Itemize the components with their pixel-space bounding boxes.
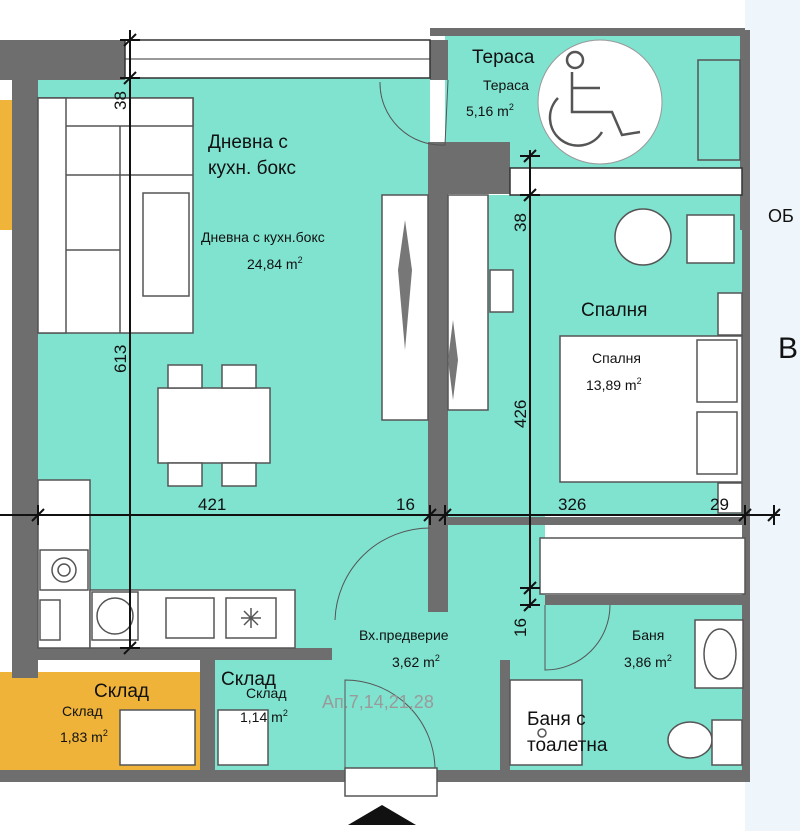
hall-door-swing	[334, 527, 431, 621]
bath-name: Баня	[632, 627, 664, 643]
wardrobe	[539, 537, 746, 595]
tv-units	[381, 194, 489, 421]
terrace-railing	[697, 59, 741, 161]
dim-16-horizontal: 16	[396, 495, 415, 514]
wall-bedroom-bottom	[445, 517, 745, 525]
terrace-area: 5,16 m2	[466, 102, 514, 119]
dim-29: 29	[710, 495, 729, 514]
dimension-lines	[0, 30, 781, 655]
washing-machine-icon	[91, 591, 139, 641]
edge-text-top-right: ОБ	[768, 206, 794, 226]
walls	[0, 28, 750, 782]
sink-kitchen	[39, 599, 61, 641]
bed	[559, 292, 743, 514]
living-title-line1: Дневна с	[208, 132, 288, 153]
bedroom-name: Спалня	[592, 350, 641, 366]
bathroom-fixtures	[509, 619, 744, 766]
hall-area: 3,62 m2	[392, 653, 440, 670]
wall-kitchen-bottom	[12, 648, 332, 660]
storage-left-box	[119, 709, 196, 766]
dim-613: 613	[111, 345, 130, 373]
window-terrace-bottom	[509, 167, 743, 196]
dim-421: 421	[198, 495, 226, 514]
bath-door-swing	[544, 604, 611, 671]
hall-name: Вх.предверие	[359, 627, 449, 643]
storage-left-name: Склад	[62, 703, 103, 719]
entrance-arrow-icon	[348, 805, 416, 825]
entrance-door-swing	[344, 679, 436, 771]
storage-mid-name: Склад	[246, 685, 287, 701]
wall-terrace-bottom	[430, 142, 510, 194]
living-name: Дневна с кухн.бокс	[201, 229, 325, 245]
wall-top-left	[0, 40, 125, 80]
terrace-name: Тераса	[483, 77, 529, 93]
wall-mid-vertical	[428, 142, 448, 612]
bath-title-line1: Баня с	[527, 709, 586, 730]
terrace-door-swing	[379, 79, 449, 146]
bath-area: 3,86 m2	[624, 653, 672, 670]
exterior-area	[745, 0, 800, 831]
bath-title-line2: тоалетна	[527, 735, 608, 756]
bedroom-desk-set	[489, 208, 735, 313]
dim-38-right: 38	[511, 213, 530, 232]
bedroom-title: Спалня	[581, 300, 647, 321]
wall-storage-divider	[200, 660, 215, 770]
wall-terrace-top	[430, 28, 745, 36]
left-wall-yellow	[0, 100, 12, 230]
coffee-table	[142, 192, 190, 297]
living-title-line2: кухн. бокс	[208, 158, 296, 179]
dim-426: 426	[511, 400, 530, 428]
entrance-door	[344, 767, 438, 797]
terrace-title: Тераса	[472, 47, 535, 68]
wall-left	[12, 78, 38, 678]
dim-326: 326	[558, 495, 586, 514]
stove-icon	[39, 549, 89, 591]
living-area: 24,84 m2	[247, 255, 303, 272]
storage-left-area: 1,83 m2	[60, 728, 108, 745]
storage-mid-area: 1,14 m2	[240, 708, 288, 725]
apartments-label: Ап.7,14,21,28	[322, 692, 434, 712]
wall-bath-top	[545, 595, 745, 605]
dim-16-vertical: 16	[511, 618, 530, 637]
storage-mid-title: Склад	[221, 669, 276, 690]
dining-set	[157, 364, 271, 487]
wall-right	[742, 195, 750, 770]
bedroom-area: 13,89 m2	[586, 376, 642, 393]
wheelchair-icon	[537, 39, 663, 165]
dim-38-left: 38	[111, 91, 130, 110]
wall-top-mid	[430, 40, 448, 80]
edge-text-right: В	[778, 332, 798, 365]
wall-terrace-right	[740, 30, 750, 230]
wall-bath-left	[500, 660, 510, 770]
storage-mid-box	[217, 709, 269, 766]
storage-left-title: Склад	[94, 681, 149, 702]
